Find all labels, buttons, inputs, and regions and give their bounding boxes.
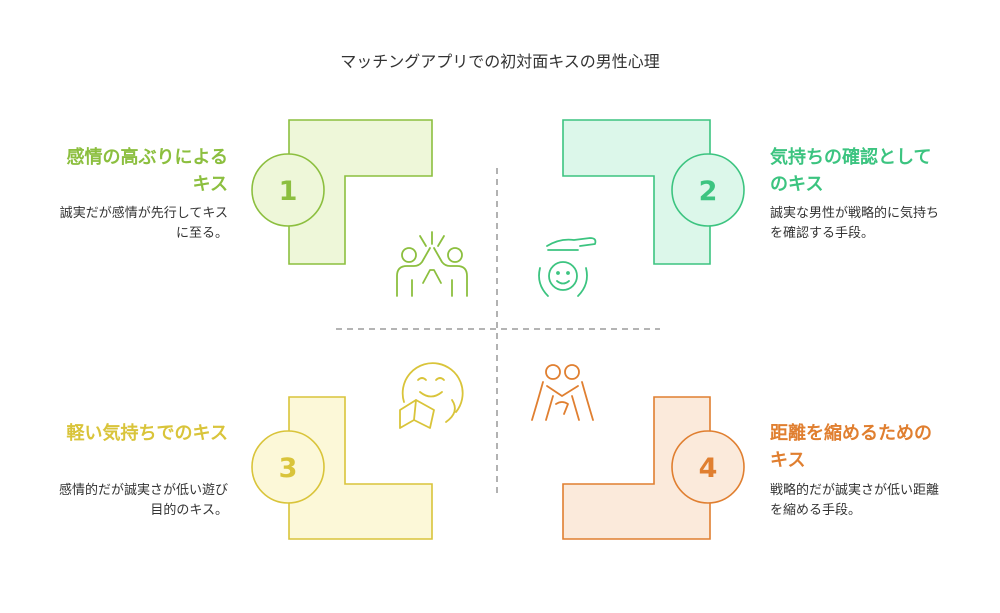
quadrant-3-number: 3 <box>279 453 298 484</box>
quadrant-3-heading: 軽い気持ちでのキス <box>66 423 228 444</box>
quadrant-4-number: 4 <box>699 453 718 484</box>
caring-hand-icon <box>538 237 597 297</box>
quadrant-1-shape <box>288 119 433 265</box>
quadrant-2-heading: 気持ちの確認としてのキス <box>770 147 932 195</box>
high-five-icon <box>396 231 468 297</box>
quadrant-3-badge <box>251 430 325 504</box>
quadrant-2-description: 誠実な男性が戦略的に気持ちを確認する手段。 <box>770 206 940 241</box>
hugging-icon <box>531 364 594 421</box>
quadrant-3-shape <box>288 396 433 540</box>
quadrant-1-heading: 感情の高ぶりによるキス <box>66 147 228 195</box>
quadrant-4-description: 戦略的だが誠実さが低い距離を縮める手段。 <box>770 483 940 518</box>
quadrant-4-shape <box>562 396 711 540</box>
quadrant-2-number: 2 <box>699 176 718 207</box>
happy-reading-icon <box>399 362 464 429</box>
quadrant-1-description: 誠実だが感情が先行してキスに至る。 <box>59 206 228 241</box>
quadrant-3-description: 感情的だが誠実さが低い遊び目的のキス。 <box>58 483 228 518</box>
page-title: マッチングアプリでの初対面キスの男性心理 <box>340 52 660 71</box>
quadrant-2-shape <box>562 119 711 265</box>
quadrant-4-badge <box>671 430 745 504</box>
quadrant-1-number: 1 <box>279 176 298 207</box>
quadrant-1-badge <box>251 153 325 227</box>
quadrant-2-badge <box>671 153 745 227</box>
quadrant-4-heading: 距離を縮めるためのキス <box>770 423 932 471</box>
